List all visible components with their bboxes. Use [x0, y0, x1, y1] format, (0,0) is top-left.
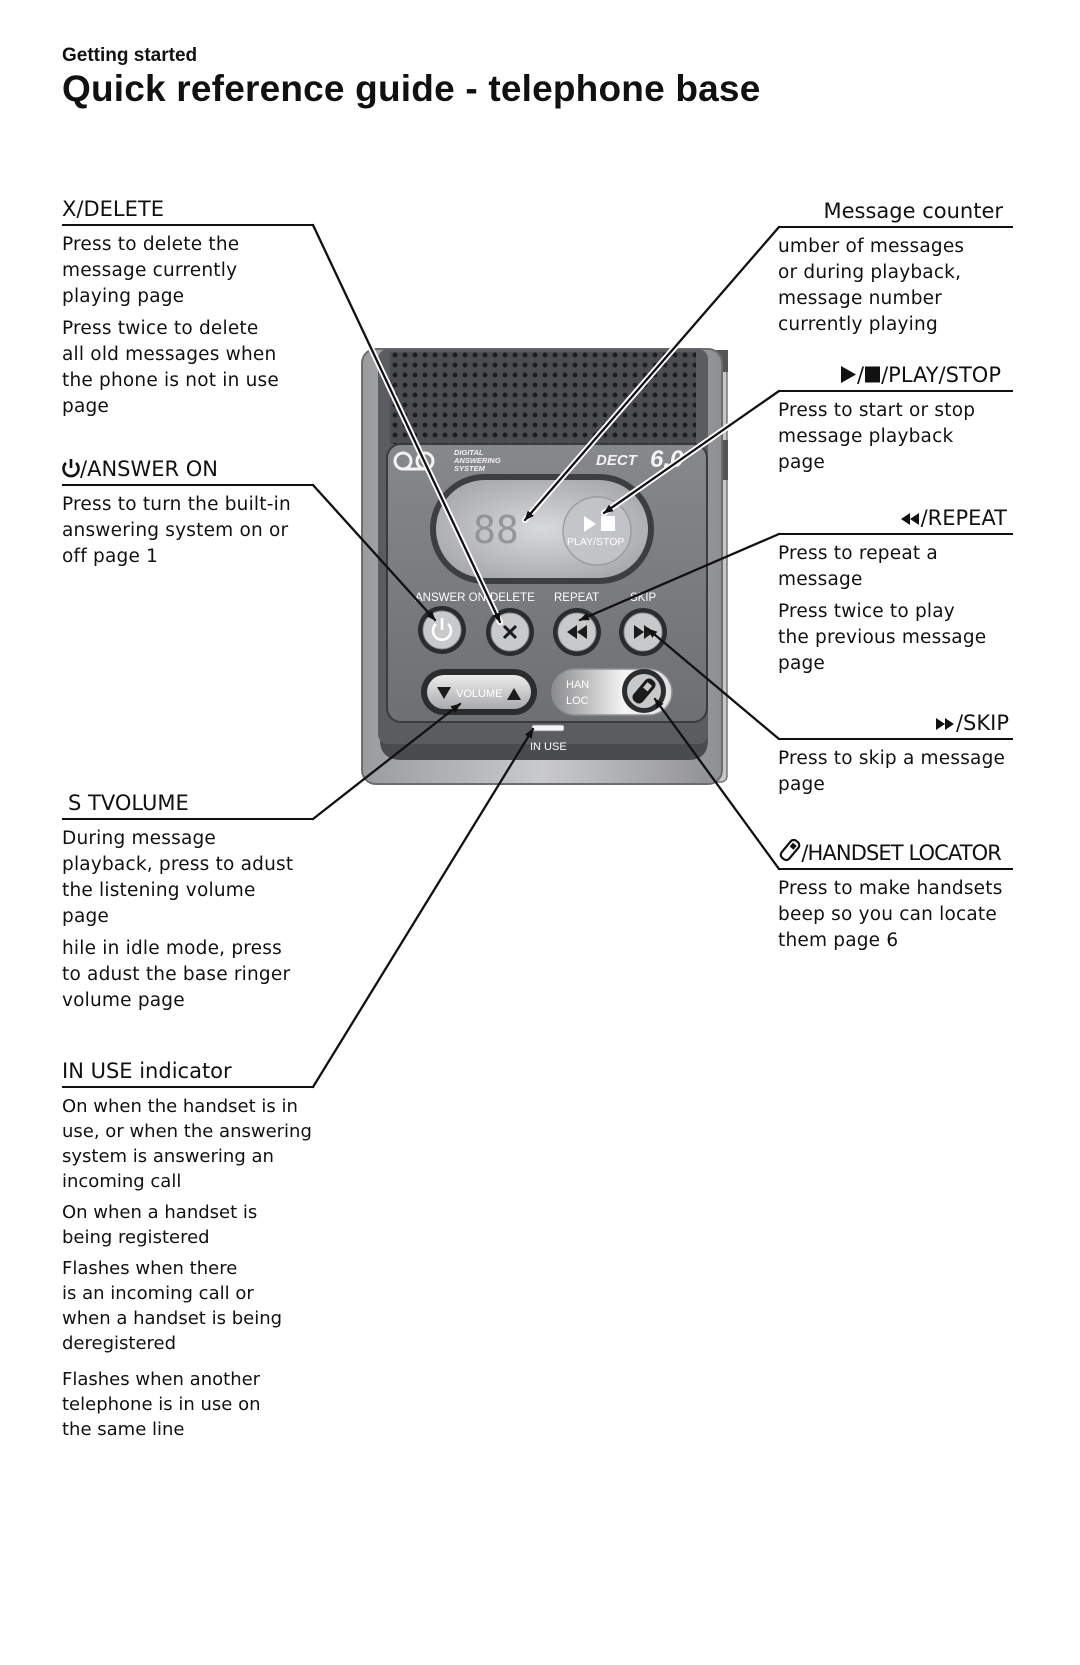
callout-delete-text-2: Press twice to delete all old messages w…: [62, 318, 279, 417]
section-label: Getting started: [62, 45, 198, 66]
callout-in-use-text-1: On when the handset is in use, or when t…: [62, 1096, 312, 1192]
callout-repeat-text-1: Press to repeat a message: [778, 543, 938, 590]
answer-on-button-label: ANSWER ON: [415, 592, 486, 604]
logo-line-3: SYSTEM: [454, 464, 486, 473]
callout-handset-locator-text-1: Press to make handsets beep so you can l…: [778, 878, 1003, 951]
page-title: Quick reference guide - telephone base: [62, 68, 761, 109]
callout-in-use-title: IN USE indicator: [62, 1058, 314, 1088]
callout-play-stop: / /PLAY/STOP Press to start or stop messa…: [778, 362, 1013, 476]
answer-on-button[interactable]: [418, 606, 466, 654]
in-use-led: [531, 724, 565, 732]
callout-repeat-title: /REPEAT: [920, 506, 1007, 530]
svg-text:6.0: 6.0: [650, 446, 684, 473]
callout-skip-heading: /SKIP: [778, 710, 1013, 740]
callout-answer-on-heading: /ANSWER ON: [62, 456, 314, 486]
repeat-button-label: REPEAT: [554, 592, 599, 604]
callout-handset-locator-heading: /HANDSET LOCATOR: [778, 838, 1013, 870]
volume-button[interactable]: VOLUME: [421, 669, 537, 715]
repeat-button[interactable]: [553, 608, 601, 656]
speaker-grille: [390, 352, 696, 444]
callout-play-stop-title: /PLAY/STOP: [881, 363, 1001, 387]
volume-button-label: VOLUME: [456, 688, 502, 700]
callout-skip-text-1: Press to skip a message page: [778, 748, 1006, 795]
callout-message-counter-title: Message counter: [778, 198, 1013, 228]
callout-message-counter-text-1: umber of messages or during playback, me…: [778, 236, 965, 335]
rewind-icon: [900, 513, 919, 525]
rewind-icon: [567, 625, 587, 639]
handset-locator-label-partial-1: HAN: [566, 679, 589, 691]
callout-answer-on-title: /ANSWER ON: [80, 457, 219, 481]
handset-locator-button[interactable]: HAN LOC: [551, 668, 673, 716]
callout-handset-locator: /HANDSET LOCATOR Press to make handsets …: [778, 838, 1013, 954]
handset-locator-label-partial-2: LOC: [566, 695, 589, 707]
callout-play-stop-heading: / /PLAY/STOP: [778, 362, 1013, 392]
fast-forward-icon: [935, 718, 954, 730]
callout-repeat-heading: /REPEAT: [778, 505, 1013, 535]
callout-delete-text-1: Press to delete the message currently pl…: [62, 234, 240, 307]
callout-skip-title: /SKIP: [955, 711, 1009, 735]
callout-in-use-text-4: Flashes when another telephone is in use…: [62, 1369, 261, 1440]
skip-button-label: SKIP: [630, 592, 657, 604]
volume-down-icon: [437, 687, 451, 699]
delete-button-label: DELETE: [490, 592, 535, 604]
callout-repeat: /REPEAT Press to repeat a message Press …: [778, 505, 1013, 677]
delete-button[interactable]: [486, 608, 534, 656]
in-use-led-label: IN USE: [530, 741, 567, 753]
callout-answer-on: /ANSWER ON Press to turn the built-in an…: [62, 456, 314, 570]
callout-volume-title: S TVOLUME: [62, 790, 314, 820]
callout-in-use: IN USE indicator On when the handset is …: [62, 1058, 314, 1442]
message-counter-display: 88: [473, 508, 519, 552]
callout-delete: X/DELETE Press to delete the message cur…: [62, 196, 314, 420]
svg-text:DECT: DECT: [596, 452, 639, 469]
handset-icon: [779, 838, 801, 862]
callout-play-stop-text-1: Press to start or stop message playback …: [778, 400, 976, 473]
callout-volume: S TVOLUME During message playback, press…: [62, 790, 314, 1014]
play-stop-button-label: PLAY/STOP: [567, 536, 624, 548]
callout-volume-text-2: hile in idle mode, press to adust the ba…: [62, 938, 291, 1011]
delete-x-icon: [502, 624, 518, 640]
callout-message-counter: Message counter umber of messages or dur…: [778, 198, 1013, 338]
play-stop-button[interactable]: [562, 496, 632, 566]
callout-answer-on-text-1: Press to turn the built-in answering sys…: [62, 494, 291, 567]
callout-repeat-text-2: Press twice to play the previous message…: [778, 601, 987, 674]
power-icon: [431, 623, 453, 641]
callout-handset-locator-title: /HANDSET LOCATOR: [801, 841, 1002, 865]
callout-skip: /SKIP Press to skip a message page: [778, 710, 1013, 798]
callout-volume-text-1: During message playback, press to adust …: [62, 828, 294, 927]
callout-delete-title: X/DELETE: [62, 196, 314, 226]
play-icon: [841, 366, 856, 383]
stop-icon: [865, 366, 881, 383]
callout-in-use-text-2: On when a handset is being registered: [62, 1202, 258, 1248]
power-icon: [62, 459, 80, 478]
callout-in-use-text-3: Flashes when there is an incoming call o…: [62, 1258, 283, 1354]
callout-play-stop-slash: /: [857, 363, 865, 387]
volume-up-icon: [507, 688, 521, 700]
skip-button[interactable]: [619, 608, 667, 656]
